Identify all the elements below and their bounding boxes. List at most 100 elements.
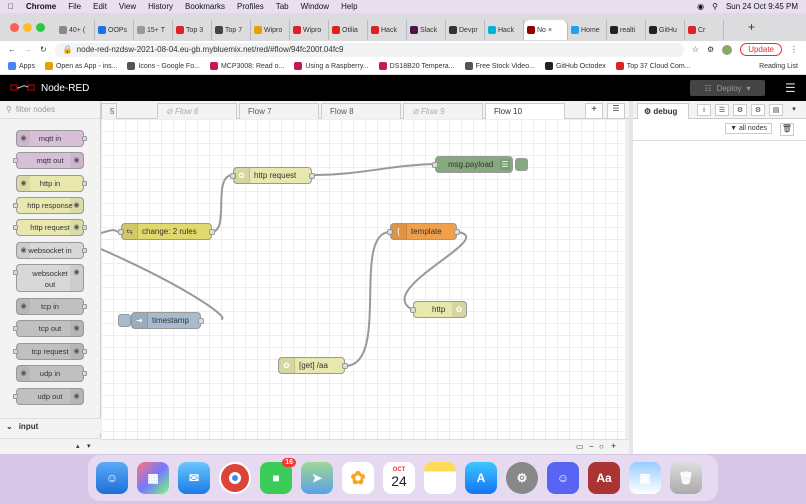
menu-profiles[interactable]: Profiles: [231, 2, 264, 11]
inject-button[interactable]: [118, 314, 131, 327]
browser-tab[interactable]: Devpr: [446, 20, 485, 40]
wifi-icon[interactable]: ◉: [697, 2, 705, 11]
main-menu-icon[interactable]: ☰: [785, 81, 796, 95]
flow-canvas[interactable]: ⇆ change: 2 rules ✿ http request msg.pay…: [101, 119, 625, 439]
zoom-out-icon[interactable]: −: [589, 442, 594, 451]
browser-tab[interactable]: realti: [607, 20, 646, 40]
palette-node[interactable]: ◉http request: [13, 219, 87, 236]
output-port[interactable]: [454, 229, 460, 235]
debug-toggle-button[interactable]: [515, 158, 528, 171]
clock-text[interactable]: Sun 24 Oct 9:45 PM: [725, 2, 798, 11]
info-icon[interactable]: i: [697, 104, 711, 116]
tab-flow[interactable]: ⊘ Flow 9: [403, 103, 483, 119]
browser-tab[interactable]: 15+ T: [134, 20, 173, 40]
bookmark-item[interactable]: Open as App - ins...: [44, 62, 117, 70]
browser-tab[interactable]: No×: [524, 20, 568, 40]
output-port[interactable]: [209, 229, 215, 235]
forward-icon[interactable]: →: [24, 45, 32, 54]
preview-icon[interactable]: ▣: [629, 462, 661, 494]
palette-node[interactable]: ◉mqtt in: [16, 130, 87, 147]
trash-icon[interactable]: 🗑: [780, 123, 794, 136]
menu-edit[interactable]: Edit: [87, 2, 107, 11]
browser-tab[interactable]: Top 3: [173, 20, 212, 40]
node-http-response[interactable]: http ✿: [410, 301, 467, 318]
chrome-icon[interactable]: [219, 462, 251, 494]
reading-list-button[interactable]: Reading List: [759, 62, 798, 70]
palette-category-input[interactable]: ⌄input: [0, 418, 101, 433]
settings-icon[interactable]: ⚙: [751, 104, 765, 116]
input-port[interactable]: [410, 307, 416, 313]
input-port[interactable]: [432, 162, 438, 168]
expand-all-icon[interactable]: ▾: [87, 443, 91, 450]
menu-bookmarks[interactable]: Bookmarks: [179, 2, 225, 11]
palette-node[interactable]: ◉udp out: [13, 388, 84, 405]
launchpad-icon[interactable]: ▦: [137, 462, 169, 494]
bookmark-item[interactable]: Icons - Google Fo...: [127, 62, 200, 70]
wire[interactable]: [210, 174, 234, 233]
browser-tab[interactable]: 40+ (: [56, 20, 95, 40]
browser-tab[interactable]: Wipro: [251, 20, 290, 40]
debug-filter-button[interactable]: ▼ all nodes: [725, 123, 772, 134]
notes-icon[interactable]: [424, 462, 456, 494]
browser-tab[interactable]: Cr: [685, 20, 724, 40]
menu-tab[interactable]: Tab: [269, 2, 289, 11]
browser-tab[interactable]: Otilia: [329, 20, 368, 40]
close-window-button[interactable]: [10, 23, 19, 32]
menu-history[interactable]: History: [142, 2, 173, 11]
browser-tab[interactable]: Slack: [407, 20, 446, 40]
wire[interactable]: [344, 231, 391, 367]
facetime-icon[interactable]: ■16: [260, 458, 296, 494]
palette-node[interactable]: ◉tcp out: [13, 320, 84, 337]
trash-icon[interactable]: 🗑: [670, 462, 702, 494]
zoom-reset-icon[interactable]: ○: [599, 442, 604, 451]
bookmark-star-icon[interactable]: ☆: [691, 45, 700, 54]
bookmark-item[interactable]: Top 37 Cloud Com...: [615, 62, 691, 70]
menu-view[interactable]: View: [112, 2, 136, 11]
app-store-icon[interactable]: A: [465, 462, 497, 494]
palette-node[interactable]: ◉websocket in: [16, 242, 87, 259]
zoom-in-icon[interactable]: +: [611, 441, 617, 451]
palette-node[interactable]: ◉websocket out: [13, 264, 84, 292]
flow-list-button[interactable]: ☰: [607, 103, 625, 119]
bookmark-item[interactable]: DS18B20 Tempera...: [378, 62, 455, 70]
wire[interactable]: [311, 163, 436, 176]
chevron-down-icon[interactable]: ▾: [792, 106, 796, 113]
minimize-window-button[interactable]: [23, 23, 32, 32]
add-flow-button[interactable]: +: [585, 103, 603, 119]
input-port[interactable]: [387, 229, 393, 235]
node-debug-msg-payload[interactable]: msg.payload ☰: [432, 156, 513, 173]
bookmark-item[interactable]: GitHub Octodex: [544, 62, 606, 70]
palette-node[interactable]: ◉tcp in: [16, 298, 87, 315]
url-field[interactable]: 🔒node-red-nzdsw-2021-08-04.eu-gb.mybluem…: [54, 42, 684, 57]
bookmark-item[interactable]: MCP3008: Read o...: [209, 62, 284, 70]
palette-node[interactable]: ◉udp in: [16, 365, 87, 382]
node-http-request[interactable]: ✿ http request: [230, 167, 315, 184]
search-icon[interactable]: ⚲: [712, 2, 718, 11]
book-icon[interactable]: ☰: [715, 104, 729, 116]
browser-tab[interactable]: Hack: [368, 20, 407, 40]
finder-icon[interactable]: ☺: [96, 462, 128, 494]
bookmark-item[interactable]: Using a Raspberry...: [294, 62, 369, 70]
palette-node[interactable]: ◉tcp request: [13, 343, 87, 360]
tab-flow[interactable]: 5: [101, 103, 117, 119]
tab-flow[interactable]: Flow 10: [485, 103, 565, 119]
new-tab-button[interactable]: +: [748, 20, 756, 34]
node-http-in-get[interactable]: ✿ [get] /aa: [278, 357, 348, 374]
node-change[interactable]: ⇆ change: 2 rules: [118, 223, 215, 240]
dictionary-icon[interactable]: Aa: [588, 462, 620, 494]
extensions-icon[interactable]: ⚙: [707, 45, 715, 54]
reload-icon[interactable]: ↻: [40, 45, 47, 54]
bookmark-item[interactable]: Apps: [8, 62, 35, 70]
output-port[interactable]: [309, 173, 315, 179]
zoom-window-button[interactable]: [36, 23, 45, 32]
discord-icon[interactable]: ☺: [547, 462, 579, 494]
profile-avatar[interactable]: [722, 44, 733, 55]
menu-app-name[interactable]: Chrome: [20, 2, 56, 11]
system-preferences-icon[interactable]: ⚙: [506, 462, 538, 494]
wire[interactable]: [101, 248, 224, 320]
input-port[interactable]: [118, 229, 124, 235]
output-port[interactable]: [342, 363, 348, 369]
database-icon[interactable]: ▤: [769, 104, 783, 116]
filter-input[interactable]: filter nodes: [15, 105, 55, 114]
